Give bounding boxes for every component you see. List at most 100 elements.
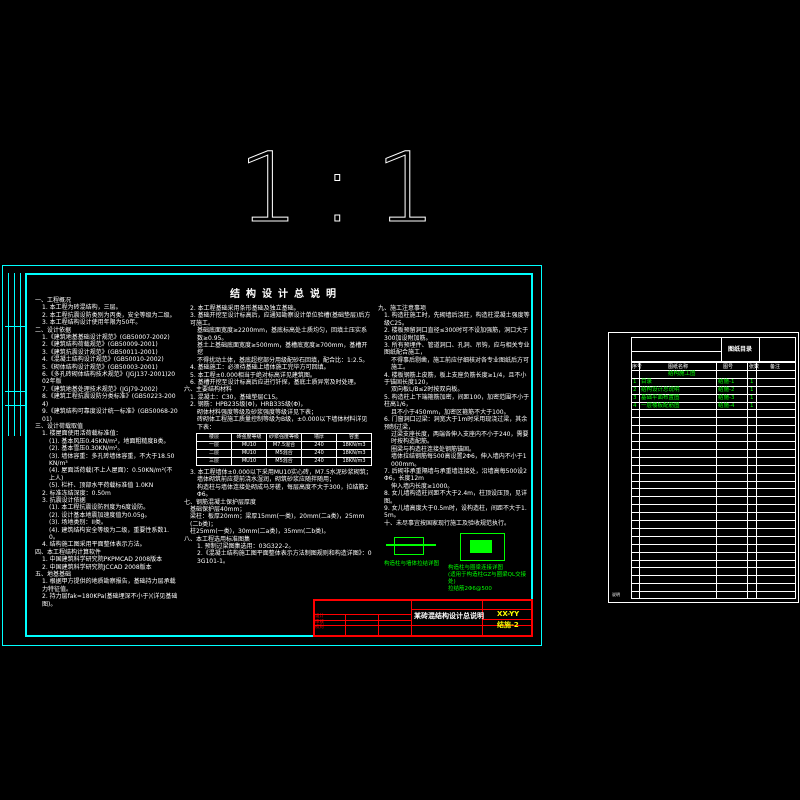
label-review: 审核 xyxy=(315,619,324,625)
binding-strip-line xyxy=(8,273,9,436)
index-row-line xyxy=(631,559,796,561)
title-block-line xyxy=(313,625,533,626)
index-col-line xyxy=(716,362,717,598)
index-row-line xyxy=(631,567,796,569)
table-header-cell: 墙厚 xyxy=(301,432,337,442)
index-row-line xyxy=(631,488,796,490)
table-header-cell: 砖强度等级 xyxy=(231,432,267,442)
table-cell: 18KN/m3 xyxy=(336,456,372,466)
index-row-cell: 1 xyxy=(633,379,637,385)
index-row-cell: 结施-1 xyxy=(718,379,735,385)
detail-left-label: 构造柱与墙体拉结详图 xyxy=(384,561,440,568)
note-line: 1. 根据甲方提供的地质勘察报告，基础持力层承载力特征值。 xyxy=(42,578,176,593)
title-block-line xyxy=(482,619,533,620)
index-row-line xyxy=(631,385,796,387)
detail-right-label: 拉结筋2Φ6@500 xyxy=(448,586,492,593)
notes-column-2-top: 2. 本工程基础采用条形基础及独立基础。3. 基础开挖至设计标高后，应通知勘察设… xyxy=(184,305,372,431)
table-cell: MU10 xyxy=(231,456,267,466)
note-line: 圈梁与构造柱连接处钢筋锚固。 xyxy=(391,445,476,453)
note-line: 且不小于450mm，加密区箍筋不大于100。 xyxy=(391,408,510,416)
table-header-cell: 砂浆强度等级 xyxy=(266,432,302,442)
title-block-line xyxy=(378,614,379,637)
note-line: 1. 楼屋面使用活荷载标准值： xyxy=(42,430,122,438)
note-line: 基础保护层40mm； xyxy=(190,505,246,513)
note-line: (3). 场地类别：II类。 xyxy=(49,519,107,527)
index-row-line xyxy=(631,512,796,514)
index-sheet-inner xyxy=(631,337,796,599)
index-row-line xyxy=(631,527,796,529)
title-block-labels: 设计 审核 校对 xyxy=(315,614,324,631)
note-line: (3). 墙体容重：多孔砖墙体容重，不大于18.50KN/m³ xyxy=(49,452,175,467)
detail-right-drawing xyxy=(470,540,492,554)
note-line: 2. 本工程基础采用条形基础及独立基础。 xyxy=(190,305,300,312)
note-line: 2. 持力层fak=180KPa(基础埋深不小于)(详见基础图)。 xyxy=(42,593,178,608)
notes-column-2-bottom: 3. 本工程墙体±0.000以下采用MU10实心砖，M7.5水泥砂浆砌筑；墙体砌… xyxy=(184,468,372,565)
sheet-outer-border xyxy=(2,265,542,646)
index-row-line xyxy=(631,591,796,593)
index-sheet-outer xyxy=(608,332,799,603)
index-row-cell: 一层楼板配筋图 xyxy=(641,402,680,409)
title-block-line xyxy=(411,609,533,610)
note-line: 1. 混凝土：C30，基础垫层C15。 xyxy=(190,393,282,401)
index-row-cell: 2 xyxy=(633,386,637,393)
index-row-line xyxy=(631,464,796,466)
note-line: 3.《建筑抗震设计规范》(GB50011-2001) xyxy=(42,348,158,356)
detail-right-label: 构造柱与圈梁连接详图 xyxy=(448,565,504,572)
index-row-line xyxy=(631,409,796,411)
drawing-code: XX-YY xyxy=(497,610,520,618)
note-line: 基土上基础底面宽度≥500mm，基槽底宽度≥700mm，基槽开挖 xyxy=(197,342,368,357)
index-row-line xyxy=(631,496,796,498)
note-line: (2). 基本雪压0.30KN/m²。 xyxy=(49,445,124,453)
index-row-line xyxy=(631,504,796,506)
index-row-line xyxy=(631,543,796,545)
note-line: (1). 基本风压0.45KN/m²，地面粗糙度B类。 xyxy=(49,437,170,445)
index-row-cell: 目录 xyxy=(641,379,653,385)
table-header-cell: 容重 xyxy=(336,432,372,442)
note-line: 3. 所有预埋件、管道洞口、孔洞、吊钩，应与相关专业图纸配合施工， xyxy=(384,342,530,357)
note-line: 7.《建筑地基处理技术规范》(JGJ79-2002) xyxy=(42,385,158,393)
table-header-row: 楼层砖强度等级砂浆强度等级墙厚容重 xyxy=(196,432,372,442)
index-row-cell: 3 xyxy=(633,394,637,401)
index-row-line xyxy=(631,448,796,450)
note-line: 七、钢筋混凝土保护层厚度 xyxy=(184,498,257,506)
title-block-line xyxy=(345,614,346,637)
index-row-line xyxy=(631,456,796,458)
table-cell: 18KN/m3 xyxy=(336,440,372,450)
note-line: 6. 门窗洞口过梁：洞宽大于1m时采用现浇过梁，其余预制过梁， xyxy=(384,416,528,431)
title-block-line xyxy=(411,599,412,637)
note-line: 6.《多孔砖砌体结构技术规范》(JGJ137-2001)2002年版 xyxy=(42,371,176,386)
index-row-line xyxy=(631,433,796,435)
index-row-line xyxy=(631,535,796,537)
note-line: 5.《砌体结构设计规范》(GB50003-2001) xyxy=(42,363,158,371)
note-line: 墙体拉结钢筋每500高设置2Φ6，伸入墙内不小于1000mm。 xyxy=(391,453,527,468)
index-col-header: 序号 xyxy=(632,363,643,370)
index-row-cell: 结施-3 xyxy=(718,394,735,401)
title-block xyxy=(313,599,533,637)
note-line: 2. 楼板预留洞口直径≤300时可不设加强筋，洞口大于300加设附加筋。 xyxy=(384,327,529,342)
note-line: (5). 栏杆、顶部水平荷载标准值 1.0KN xyxy=(49,482,154,490)
note-line: 4. 基础施工：必须待基础上墙体施工完毕方可回填。 xyxy=(190,364,330,372)
note-line: 2. 本工程抗震设防类别为丙类，安全等级为二级。 xyxy=(42,311,176,319)
note-line: 不得扰动土体，基底超挖部分用级配砂石回填，配合比：1:2.5。 xyxy=(197,356,369,364)
note-line: 六、主要结构材料 xyxy=(184,386,233,394)
detail-right-label: (适用于构造柱GZ与圈梁QL交接处) xyxy=(448,572,527,585)
note-line: 1. 本工程为砖混结构，三层。 xyxy=(42,304,122,312)
note-line: 梁柱：板厚20mm；梁厚15mm(一类)，20mm(二a类)，25mm(二b类)… xyxy=(190,513,365,528)
note-line: 1. 预制过梁图集选用：03G322-2。 xyxy=(197,542,295,550)
label-check: 校对 xyxy=(315,625,324,630)
note-line: 构造柱与墙体连接处砌成马牙槎，每层高度不大于300，拉结筋2Φ6。 xyxy=(197,483,369,499)
note-line: 3. 本工程墙体±0.000以下采用MU10实心砖，M7.5水泥砂浆砌筑； xyxy=(190,468,372,476)
index-row-line xyxy=(631,377,796,379)
index-row-line xyxy=(631,472,796,474)
detail-left-drawing xyxy=(394,537,424,556)
note-line: 1. 构造柱施工时，先砌墙后浇柱，构造柱混凝土强度等级C25。 xyxy=(384,312,530,327)
note-line: 砌体材料强度等级及砂浆强度等级详见下表； xyxy=(197,408,318,416)
binding-strip-line xyxy=(5,391,25,392)
